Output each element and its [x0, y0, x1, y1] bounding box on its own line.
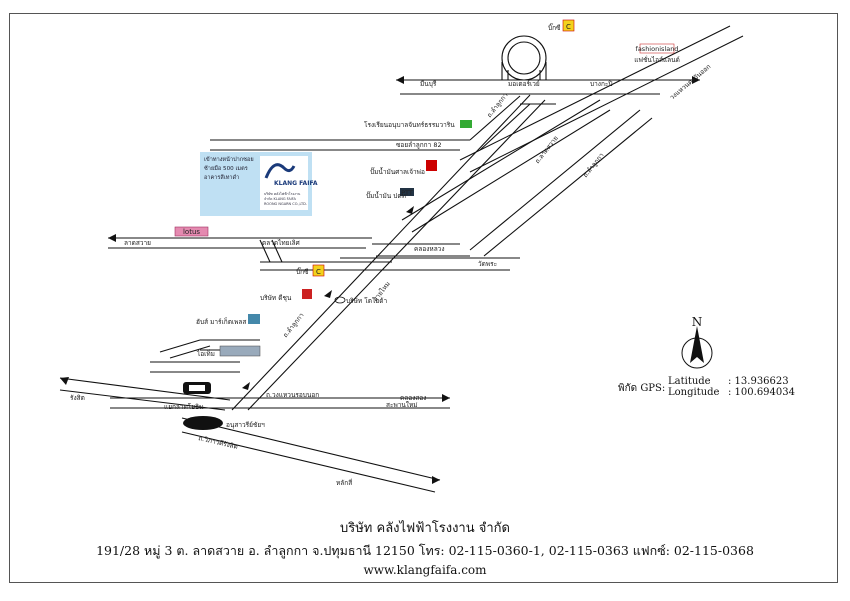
latitude-label: Latitude [668, 376, 711, 387]
svg-text:บริษัท ดีชุน: บริษัท ดีชุน [260, 294, 292, 302]
svg-text:ถ.ลำลูกกา: ถ.ลำลูกกา [485, 91, 509, 119]
svg-text:แยกลาดโยธิน: แยกลาดโยธิน [164, 403, 204, 411]
north-compass: N [681, 315, 713, 369]
roundabout-circle [501, 35, 547, 81]
logo-wave-icon [264, 163, 296, 179]
svg-text:บริษัท โตโยต้า: บริษัท โตโยต้า [346, 297, 387, 305]
svg-text:ลาดสวาย: ลาดสวาย [124, 239, 151, 247]
svg-text:fashionisland: fashionisland [636, 45, 679, 53]
home-pro-marker [248, 314, 260, 324]
company-address: 191/28 หมู่ 3 ต. ลาดสวาย อ. ลำลูกกา จ.ปท… [96, 543, 754, 558]
svg-text:ปั๊มน้ำมัน ปตท: ปั๊มน้ำมัน ปตท [366, 191, 406, 200]
svg-text:ซอยลำลูกกา 82: ซอยลำลูกกา 82 [396, 141, 442, 149]
svg-text:อนุสาวรีย์ชัยฯ: อนุสาวรีย์ชัยฯ [226, 421, 265, 429]
svg-text:วัดพระ: วัดพระ [478, 260, 497, 268]
gps-title: พิกัด GPS: [618, 383, 666, 394]
svg-text:C: C [566, 23, 571, 31]
company-promo-box: เข้าทางหน้าปากซอย ซ้ายมือ 500 เมตร อาคาร… [200, 152, 318, 216]
svg-text:lotus: lotus [183, 228, 200, 236]
latitude-value: : 13.936623 [728, 376, 789, 387]
pharmacy-marker [219, 345, 261, 357]
svg-text:ถ.ลำลูกกา: ถ.ลำลูกกา [281, 311, 305, 339]
company-logo: KLANG FAIFA บริษัท คลังไฟฟ้าโรงงาน จำกัด… [260, 156, 318, 210]
promo-directions: เข้าทางหน้าปากซอย ซ้ายมือ 500 เมตร อาคาร… [204, 157, 254, 181]
svg-text:คลองหลวง: คลองหลวง [414, 245, 445, 253]
company-website[interactable]: www.klangfaifa.com [363, 563, 487, 577]
svg-text:ปั๊มน้ำมันศาลเจ้าพ่อ: ปั๊มน้ำมันศาลเจ้าพ่อ [370, 167, 425, 176]
big-c-mid-marker [312, 264, 325, 277]
company-name: บริษัท คลังไฟฟ้าโรงงาน จำกัด [340, 521, 510, 536]
ptt-marker [400, 188, 414, 196]
road-main-diagonal [231, 94, 546, 411]
svg-text:N: N [692, 315, 703, 329]
svg-text:บางกะปิ: บางกะปิ [590, 80, 613, 88]
ekkachai-marker [302, 289, 312, 299]
road-ring-east [459, 25, 744, 173]
map-frame [9, 13, 838, 583]
longitude-label: Longitude [668, 387, 720, 398]
svg-text:แฟชั่นไอส์แลนด์: แฟชั่นไอส์แลนด์ [634, 55, 680, 64]
school-marker [460, 120, 472, 128]
shell-marker [426, 160, 437, 171]
svg-text:ถ.วงแหวนรอบนอก: ถ.วงแหวนรอบนอก [266, 391, 319, 399]
fashion-island-marker [639, 43, 675, 54]
svg-text:มอเตอร์เวย์: มอเตอร์เวย์ [508, 80, 540, 88]
big-c-top-marker [562, 19, 575, 32]
svg-text:โรงเรียนอนุบาลจันทร์ธรรมวาริน: โรงเรียนอนุบาลจันทร์ธรรมวาริน [364, 121, 455, 129]
memorial-marker [183, 416, 223, 430]
tesco-marker [174, 226, 209, 237]
svg-text:บิ๊กซี: บิ๊กซี [548, 23, 561, 32]
svg-text:ฮับส์ มาร์เก็ตเพลส: ฮับส์ มาร์เก็ตเพลส [196, 317, 246, 326]
svg-text:C: C [316, 268, 321, 276]
longitude-value: : 100.694034 [728, 387, 795, 398]
svg-text:สะพานใหม่: สะพานใหม่ [386, 401, 418, 409]
svg-text:ตลาดไทยเลิศ: ตลาดไทยเลิศ [262, 239, 301, 247]
svg-text:คลองสอง: คลองสอง [400, 394, 426, 402]
svg-text:ถ.วิภาวดีรังสิต: ถ.วิภาวดีรังสิต [198, 434, 239, 451]
toyota-marker [334, 296, 346, 304]
svg-text:หลักสี่: หลักสี่ [336, 478, 352, 487]
svg-text:PTT: PTT [401, 189, 413, 197]
road-bottom [110, 397, 450, 409]
svg-text:รังสิต: รังสิต [70, 394, 85, 402]
road-top [396, 79, 700, 95]
svg-text:มีนบุรี: มีนบุรี [420, 80, 437, 88]
svg-text:วงแหวนตะวันออก: วงแหวนตะวันออก [668, 63, 712, 102]
svg-text:ไอเท็ม: ไอเท็ม [196, 349, 215, 358]
svg-text:บิ๊กซี: บิ๊กซี [296, 267, 309, 276]
